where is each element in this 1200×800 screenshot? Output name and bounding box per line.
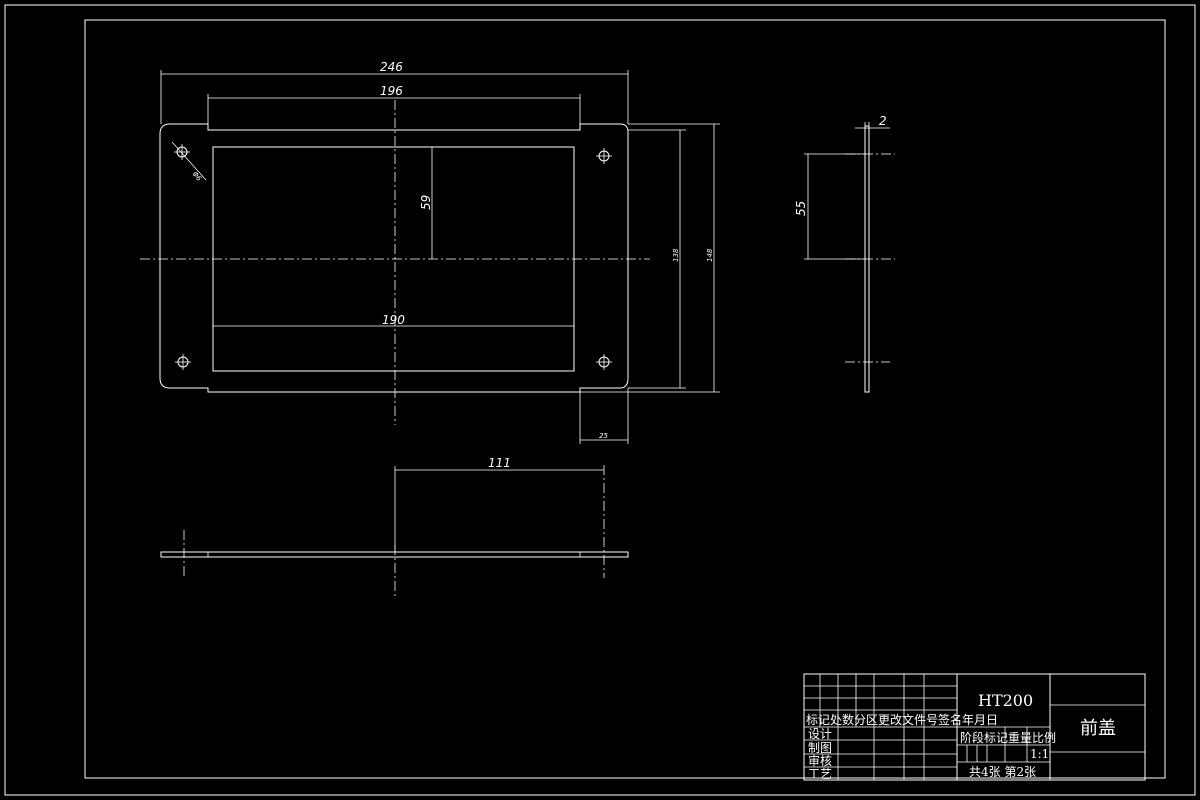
row-design: 设计 — [808, 727, 832, 741]
side-view: 55 2 — [794, 114, 895, 393]
mounting-hole-top-left — [174, 144, 190, 160]
title-block: 标记处数分区更改文件号签名年月日 设计 制图 审核 工艺 HT200 阶段标记重… — [803, 673, 1146, 781]
dim-text-height-outer: 148 — [706, 248, 714, 262]
dim-text-59: 59 — [419, 195, 433, 210]
plate-outline — [159, 123, 629, 393]
material-text: HT200 — [978, 691, 1033, 710]
bottom-view: 111 — [160, 456, 629, 598]
dim-text-height-inner: 138 — [672, 248, 680, 262]
outer-frame — [4, 4, 1196, 796]
dimension-111: 111 — [394, 456, 604, 552]
inner-frame — [84, 19, 1166, 779]
dim-text-196: 196 — [380, 84, 403, 98]
dim-text-tab-width: 25 — [599, 432, 608, 440]
stage-row-text: 阶段标记重量比例 — [960, 730, 1056, 745]
dimension-196: 196 — [207, 84, 581, 124]
dim-text-190: 190 — [382, 313, 405, 327]
dimension-hole-diameter: Φ6 — [171, 141, 207, 183]
dimension-59: 59 — [419, 147, 433, 259]
dimension-height-outer: 148 — [580, 123, 720, 393]
dim-text-55: 55 — [794, 201, 808, 216]
mounting-hole-bottom-right — [596, 354, 612, 370]
dimension-55: 55 — [794, 153, 865, 260]
header-row-text: 标记处数分区更改文件号签名年月日 — [806, 712, 998, 727]
dim-text-111: 111 — [488, 456, 511, 470]
scale-text: 1:1 — [1030, 747, 1049, 761]
row-drawing: 制图 — [808, 741, 832, 755]
row-review: 审核 — [808, 753, 832, 768]
front-view: 246 196 190 59 Φ6 138 — [140, 60, 720, 444]
dimension-246: 246 — [160, 60, 629, 124]
bottom-plate — [160, 551, 629, 558]
dimension-thickness: 2 — [855, 114, 890, 134]
row-process: 工艺 — [808, 767, 832, 781]
mounting-hole-bottom-left — [175, 354, 191, 370]
dim-text-hole-diameter: Φ6 — [191, 170, 204, 183]
dim-text-246: 246 — [380, 60, 403, 74]
dimension-tab-width: 25 — [579, 388, 629, 444]
mounting-hole-top-right — [596, 148, 612, 164]
dimension-190: 190 — [213, 313, 574, 327]
sheet-count-text: 共4张 第2张 — [969, 765, 1036, 779]
dim-text-thickness: 2 — [879, 114, 887, 128]
part-name-text: 前盖 — [1080, 718, 1116, 739]
dimension-height-inner: 138 — [628, 129, 686, 389]
